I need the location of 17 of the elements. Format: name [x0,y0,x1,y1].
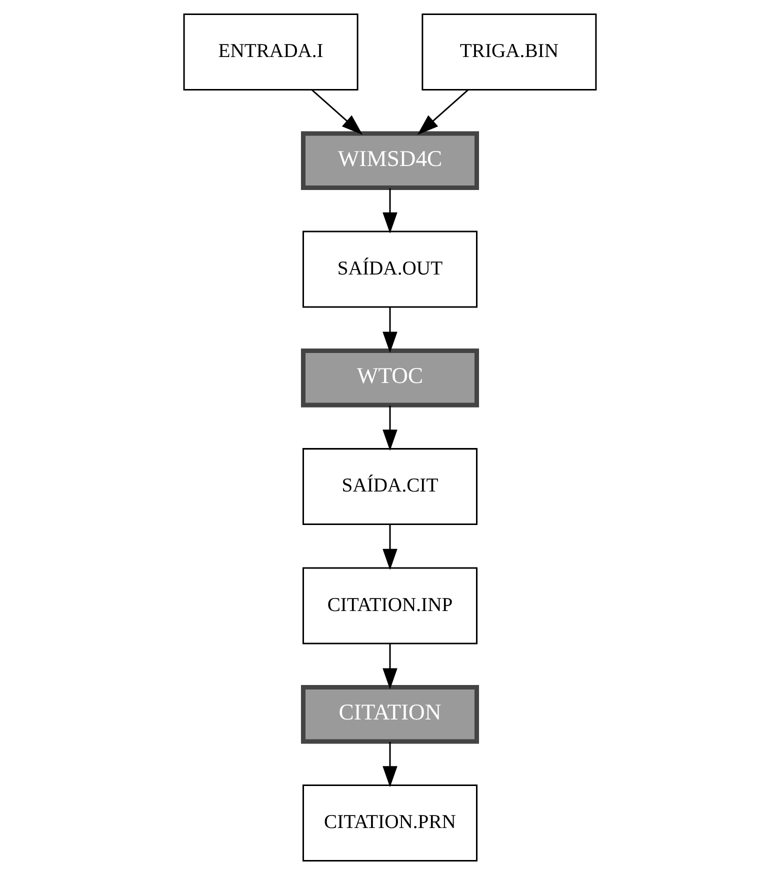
node-box: SAÍDA.OUT [302,230,478,308]
node-box: SAÍDA.CIT [302,448,478,526]
arrow [382,524,397,570]
node-box: ENTRADA.I [182,14,358,90]
node-box: WTOC [300,348,479,408]
node-box: CITATION.INP [302,567,478,644]
arrow [382,742,397,788]
arrow [416,89,468,135]
arrow [382,307,397,353]
node-box: CITATION.PRN [302,784,478,862]
arrow [382,644,397,690]
node-box: CITATION [300,684,479,744]
arrow [382,188,397,234]
arrow [310,89,362,135]
arrow [382,406,397,451]
node-box: WIMSD4C [300,131,479,190]
node-box: TRIGA.BIN [421,14,596,90]
